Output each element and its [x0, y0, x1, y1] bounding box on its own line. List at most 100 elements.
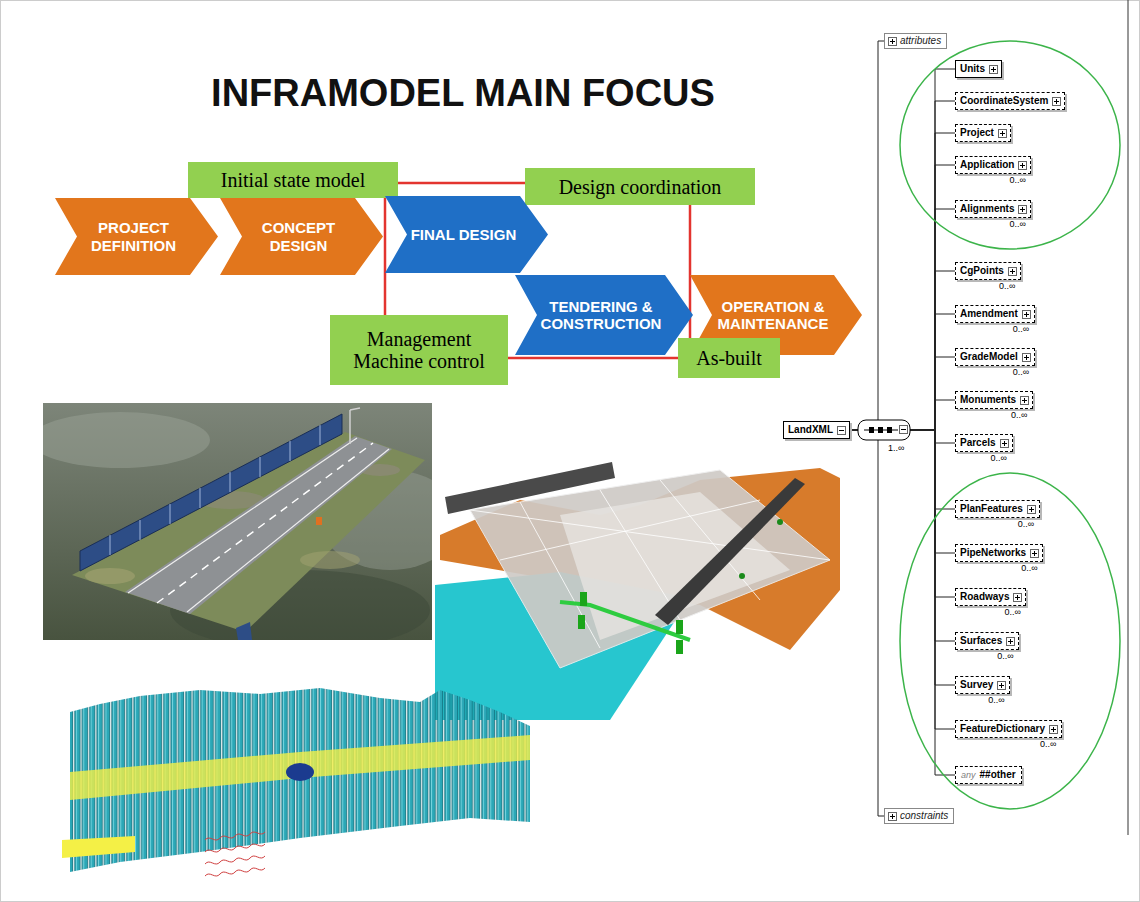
- expand-icon: [1022, 353, 1031, 362]
- sequence-dot: [887, 427, 892, 433]
- phase-label: PROJECT DEFINITION: [79, 219, 188, 254]
- schema-link: [850, 430, 955, 729]
- point: [739, 573, 745, 579]
- phase-chevron: PROJECT DEFINITION: [55, 198, 218, 275]
- schema-link: [850, 209, 955, 430]
- expand-icon: [1020, 396, 1029, 405]
- schema-group: constraints: [884, 808, 954, 824]
- schema-element: CgPoints: [955, 262, 1021, 280]
- sequence-outline: [858, 420, 910, 440]
- cross-sections: [70, 688, 530, 872]
- multiplicity-label: 0..∞: [1021, 563, 1037, 574]
- phase-chevron: CONCEPT DESIGN: [220, 198, 383, 275]
- schema-element: GradeModel: [955, 348, 1035, 366]
- element-name: Application: [960, 159, 1014, 171]
- expand-icon: [997, 681, 1006, 690]
- expand-icon: [1052, 97, 1061, 106]
- model-render: [435, 462, 840, 720]
- element-name: CgPoints: [960, 265, 1004, 277]
- handwriting: [205, 856, 265, 864]
- multiplicity-label: 0..∞: [997, 651, 1013, 662]
- layer-band: [70, 735, 530, 800]
- group-name: constraints: [900, 810, 948, 822]
- product-box: Design coordination: [525, 168, 755, 205]
- barrier-post: [110, 535, 111, 555]
- expand-icon: [989, 65, 998, 74]
- expand-icon: [1013, 593, 1022, 602]
- highlight-ellipse: [900, 41, 1120, 249]
- mesh-line: [600, 490, 680, 620]
- schema-wildcard: any##other: [955, 766, 1022, 784]
- road-surface: [560, 492, 790, 640]
- barrier-post: [320, 425, 321, 445]
- schema-element: Amendment: [955, 305, 1035, 323]
- collapse-icon: [900, 426, 908, 434]
- road-object: [316, 517, 322, 525]
- barrier-post: [260, 457, 261, 477]
- schema-link: [850, 430, 955, 553]
- phase-label: OPERATION & MAINTENANCE: [714, 298, 832, 333]
- box-label: As-built: [696, 347, 762, 369]
- expand-icon: [837, 426, 846, 435]
- element-name: Amendment: [960, 308, 1018, 320]
- workflow-link: [384, 198, 387, 315]
- grass-patch: [300, 551, 360, 569]
- multiplicity-label: 0..∞: [1004, 607, 1020, 618]
- element-name: PipeNetworks: [960, 547, 1026, 559]
- element-name: CoordinateSystem: [960, 95, 1048, 107]
- multiplicity-label: 0..∞: [1018, 519, 1034, 530]
- wall: [445, 462, 615, 514]
- barrier-post: [230, 472, 231, 492]
- expand-icon: [998, 129, 1007, 138]
- element-name: Surfaces: [960, 635, 1002, 647]
- schema-group: attributes: [884, 33, 947, 49]
- handwriting: [205, 868, 265, 876]
- multiplicity-label: 0..∞: [1011, 410, 1027, 421]
- schema-link: [850, 271, 955, 430]
- schema-link: [850, 165, 955, 430]
- schema-element: Monuments: [955, 391, 1033, 409]
- expand-icon: [1008, 267, 1017, 276]
- schema-element: FeatureDictionary: [955, 720, 1062, 738]
- schema-element: Parcels: [955, 434, 1013, 452]
- box-label: Management Machine control: [342, 328, 496, 372]
- expand-icon: [888, 812, 897, 821]
- handwriting: [205, 844, 265, 852]
- road-render: [43, 403, 432, 640]
- element-name: Parcels: [960, 437, 996, 449]
- layer-band: [62, 836, 135, 858]
- road-edge: [187, 449, 389, 612]
- collapse-icon: [901, 429, 906, 430]
- noise-barrier: [236, 622, 252, 640]
- expand-icon: [1006, 637, 1015, 646]
- sequence-dot: [869, 427, 874, 433]
- sequence-symbol: [858, 420, 910, 440]
- noise-barrier: [80, 414, 342, 571]
- barrier-post: [170, 504, 171, 524]
- road-surface: [470, 470, 830, 668]
- barrier-post: [200, 488, 201, 508]
- element-name: PlanFeatures: [960, 503, 1023, 515]
- expand-icon: [1049, 725, 1058, 734]
- cross-section-render: [62, 688, 530, 876]
- schema-link: [850, 101, 955, 430]
- element-name: Survey: [960, 679, 993, 691]
- box-label: Design coordination: [559, 176, 722, 198]
- mesh-line: [520, 502, 600, 648]
- multiplicity-label: 0..∞: [1013, 324, 1029, 335]
- barrier-post: [290, 441, 291, 461]
- handwriting: [205, 832, 265, 840]
- grass-patch: [85, 568, 135, 584]
- panel-border: [1128, 0, 1129, 835]
- schema-element: Application: [955, 156, 1031, 174]
- schema-element: Survey: [955, 676, 1010, 694]
- element-name: Roadways: [960, 591, 1009, 603]
- phase-label: TENDERING & CONSTRUCTION: [539, 298, 663, 333]
- schema-element: LandXML: [783, 421, 850, 439]
- schema-element: Alignments: [955, 200, 1031, 218]
- workflow-link: [508, 357, 678, 360]
- expand-icon: [1027, 505, 1036, 514]
- wall: [655, 478, 805, 625]
